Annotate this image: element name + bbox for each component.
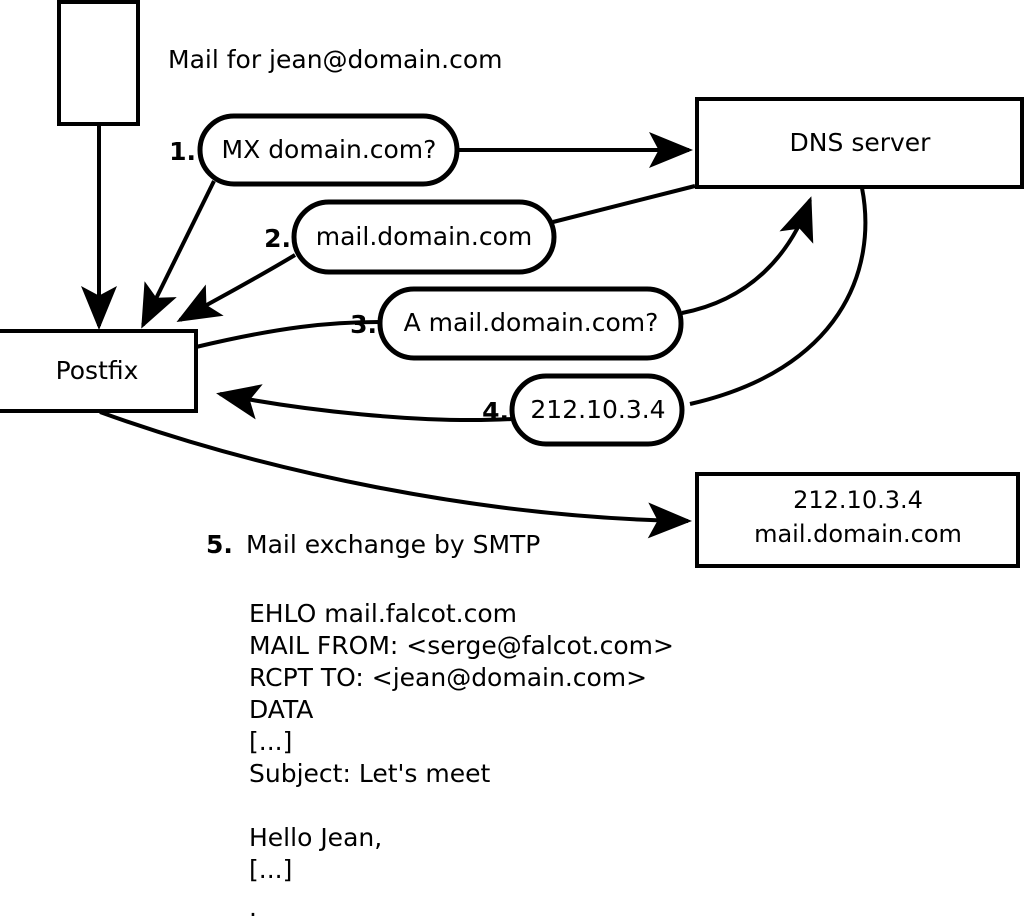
step-1-label: MX domain.com? [222,135,437,164]
edge-step1-to-postfix [141,180,216,329]
edge-dns-to-step4 [689,187,868,406]
sender-box[interactable] [57,0,140,126]
step-3-bubble[interactable] [377,286,684,361]
step-3-number: 3. [350,310,377,339]
edge-step3-to-dns [681,196,814,315]
postfix-box[interactable] [0,329,198,413]
dns-server-box[interactable] [695,97,1024,189]
postfix-label: Postfix [56,356,139,385]
transcript-line: RCPT TO: <jean@domain.com> [249,663,647,692]
step-1-number: 1. [169,137,196,166]
transcript-line: DATA [249,695,313,724]
edge-dns-to-step2 [552,184,696,224]
transcript-line: Subject: Let's meet [249,759,490,788]
mail-server-hostname: mail.domain.com [754,520,962,548]
transcript-line: MAIL FROM: <serge@falcot.com> [249,631,674,660]
smtp-transcript: EHLO mail.falcot.com MAIL FROM: <serge@f… [249,599,674,919]
edge-step5-postfix-to-mailserver [99,410,692,539]
diagram-title: Mail for jean@domain.com [168,45,503,74]
transcript-line: Hello Jean, [249,823,382,852]
step-5-number: 5. [206,530,233,559]
step-4-number: 4. [482,397,509,426]
step-4-bubble[interactable] [509,373,685,447]
step-2-bubble[interactable] [291,199,557,275]
edge-step4-to-postfix [216,384,513,422]
transcript-line: [...] [249,727,292,756]
step-1-bubble[interactable] [197,113,460,187]
edge-postfix-to-step3 [195,320,380,349]
transcript-line: EHLO mail.falcot.com [249,599,517,628]
edge-step2-to-postfix [176,253,297,322]
step-5-label: Mail exchange by SMTP [246,530,540,559]
dns-server-label: DNS server [790,128,932,157]
step-2-label: mail.domain.com [316,222,532,251]
transcript-line: . [249,893,257,919]
step-4-label: 212.10.3.4 [530,395,665,424]
transcript-line: [...] [249,855,292,884]
mail-server-ip: 212.10.3.4 [793,486,923,514]
step-3-label: A mail.domain.com? [404,308,659,337]
mail-server-box[interactable] [695,472,1020,568]
step-2-number: 2. [264,224,291,253]
